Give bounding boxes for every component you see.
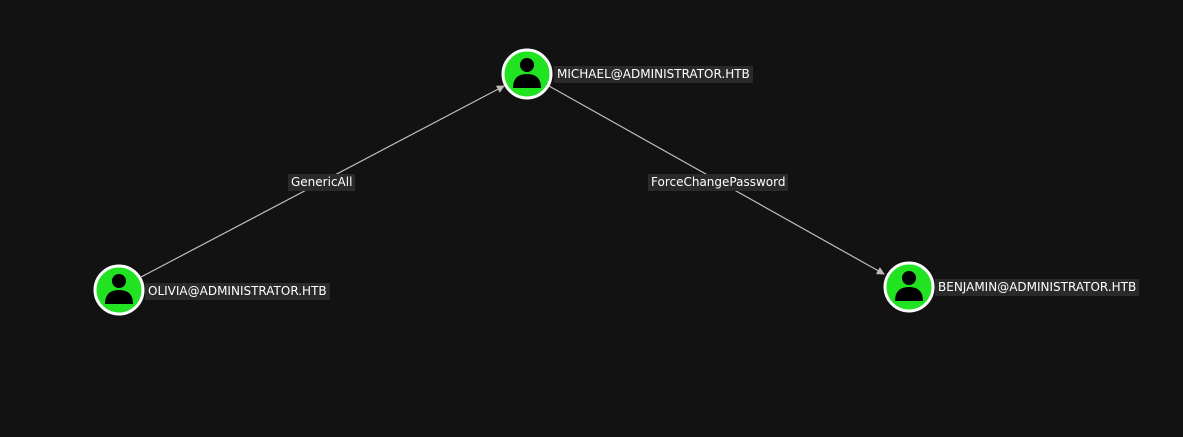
node-label-olivia: OLIVIA@ADMINISTRATOR.HTB [145,283,330,300]
user-icon [513,58,541,88]
node-olivia[interactable] [93,264,145,316]
node-benjamin[interactable] [883,261,935,313]
edge-label-forcechangepassword[interactable]: ForceChangePassword [648,174,789,191]
node-michael[interactable] [501,48,553,100]
edge-label-genericall[interactable]: GenericAll [288,174,356,191]
user-icon [105,274,133,304]
user-icon [895,271,923,301]
node-label-benjamin: BENJAMIN@ADMINISTRATOR.HTB [935,279,1140,296]
node-label-michael: MICHAEL@ADMINISTRATOR.HTB [554,66,753,83]
